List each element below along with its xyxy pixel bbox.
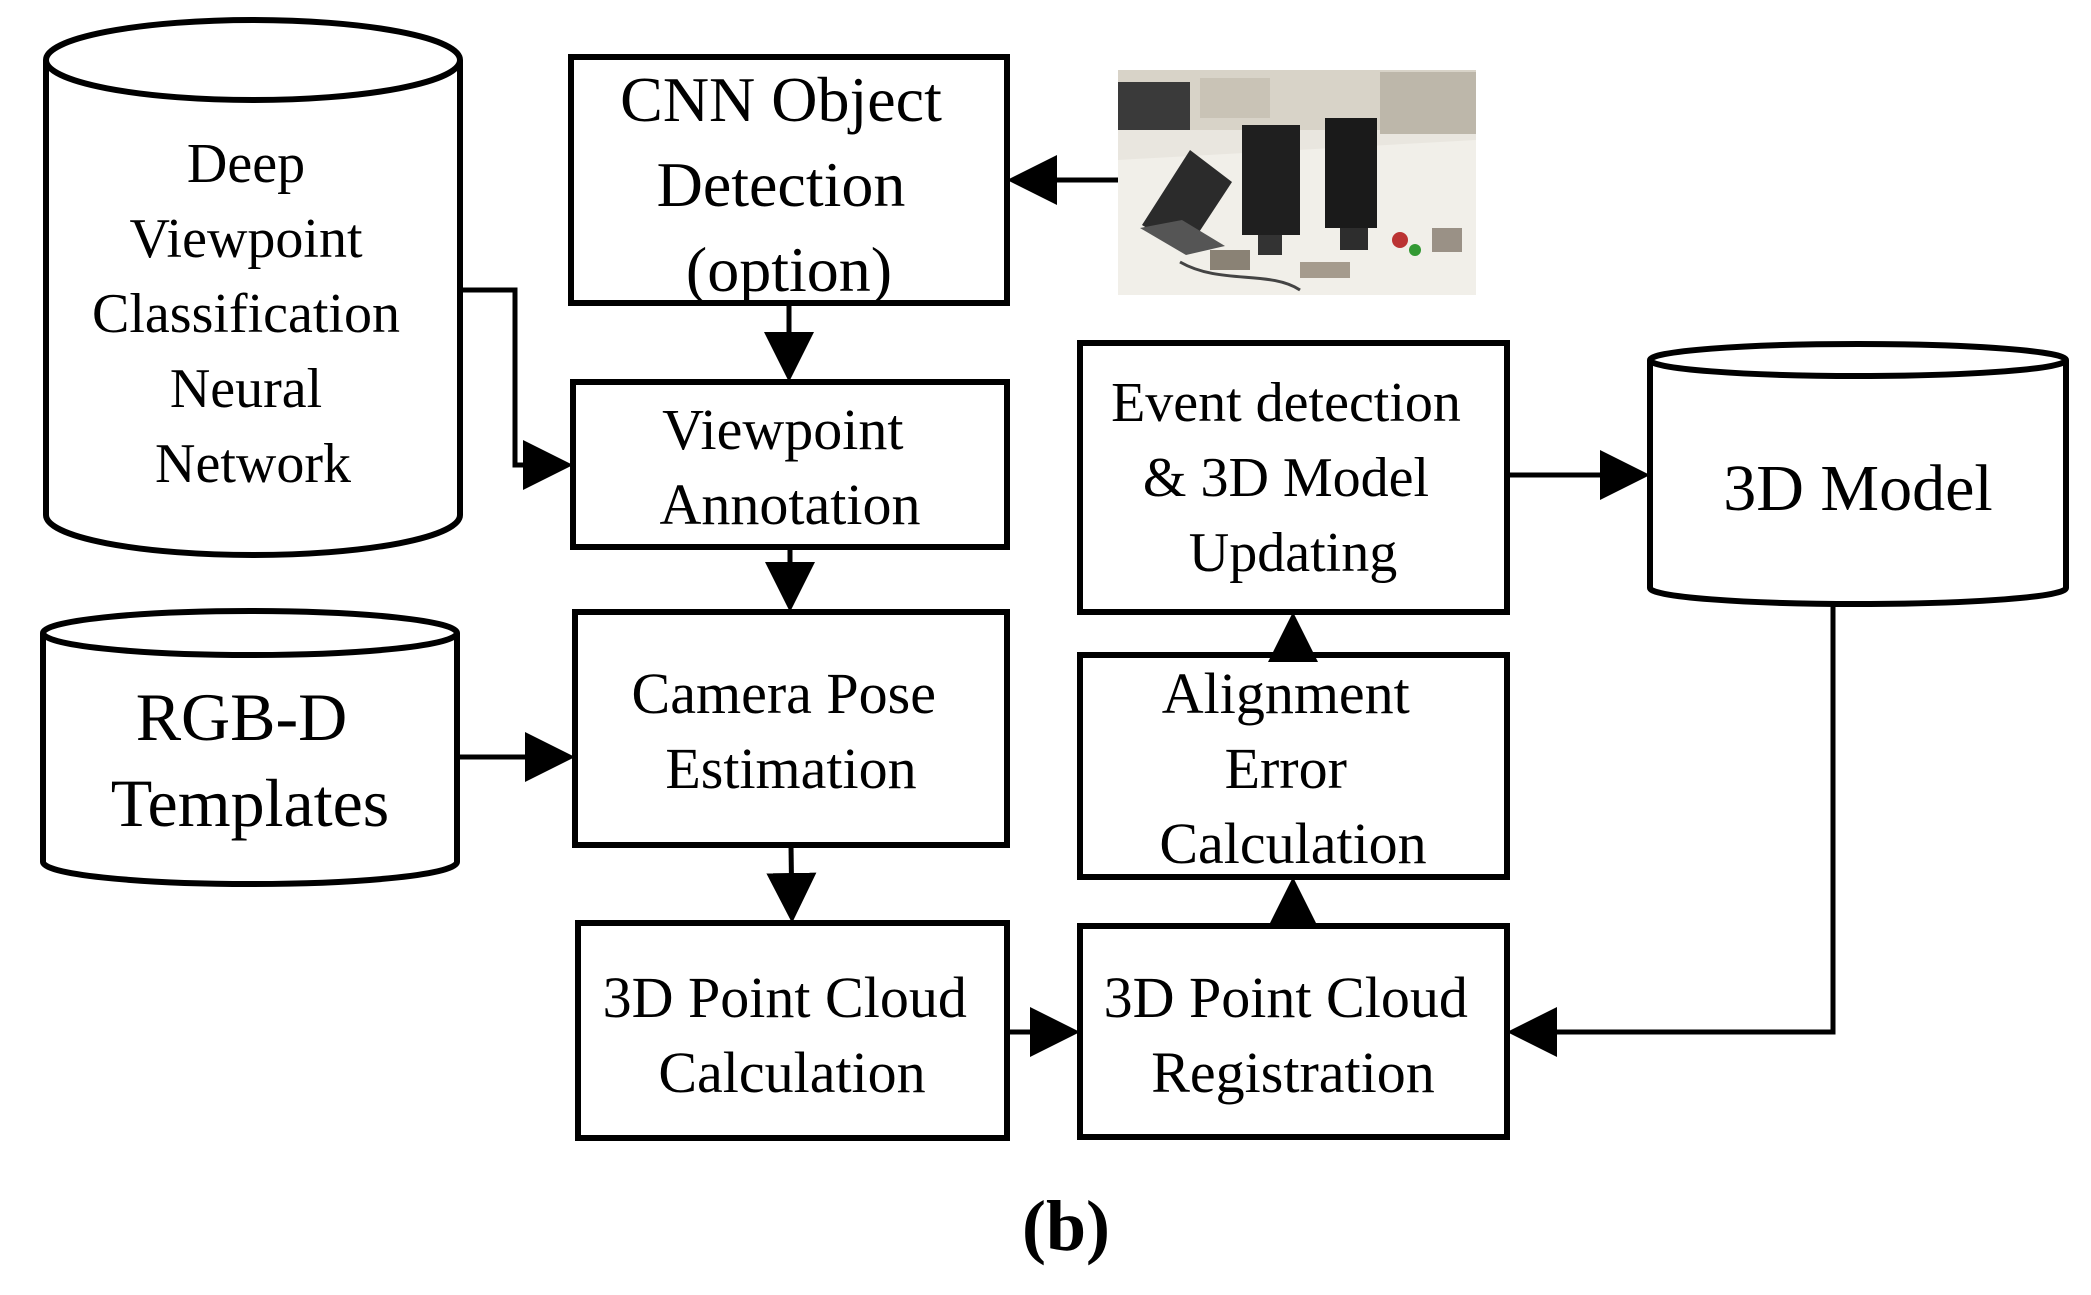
cylinder-body [43, 60, 463, 558]
connectors [457, 155, 1836, 1057]
cylinder-body [40, 633, 460, 887]
arrow-camera-to-pointcloud [766, 844, 817, 923]
point-cloud-registration-label: 3D Point Cloud Registration [1104, 965, 1483, 1105]
deep-viewpoint-label: Deep Viewpoint Classification Neural Net… [92, 133, 414, 495]
camera-pose-estimation-label: Camera Pose Estimation [632, 661, 951, 801]
arrow-deep-db-to-viewpoint [460, 287, 573, 490]
cylinder-top [1647, 341, 2069, 379]
cylinder-top [40, 608, 460, 658]
3d-model-label: 3D Model [1723, 452, 1992, 525]
event-detection-label: Event detection & 3D Model Updating [1111, 372, 1475, 584]
3d-model-database: 3D Model [1647, 341, 2069, 607]
viewpoint-annotation-label: Viewpoint Annotation [660, 397, 921, 537]
cylinder-body [1647, 360, 2069, 607]
alignment-error-box: Alignment Error Calculation [1077, 652, 1510, 880]
deep-viewpoint-database: Deep Viewpoint Classification Neural Net… [43, 17, 463, 558]
viewpoint-annotation-box: Viewpoint Annotation [570, 379, 1010, 550]
alignment-error-label: Alignment Error Calculation [1159, 661, 1426, 876]
rgbd-templates-label: RGB-D Templates [111, 679, 389, 841]
office-scene-photo [1118, 70, 1476, 295]
cnn-object-detection-box: CNN Object Detection (option) [568, 54, 1010, 306]
cnn-object-detection-label: CNN Object Detection (option) [620, 64, 958, 305]
arrow-model-to-registration [1507, 604, 1836, 1057]
event-detection-box: Event detection & 3D Model Updating [1077, 340, 1510, 615]
rgbd-templates-database: RGB-D Templates [40, 608, 460, 887]
cylinder-top [43, 17, 463, 103]
point-cloud-calculation-box: 3D Point Cloud Calculation [575, 920, 1010, 1141]
point-cloud-registration-box: 3D Point Cloud Registration [1077, 923, 1510, 1140]
figure-caption: (b) [1022, 1186, 1110, 1266]
camera-pose-estimation-box: Camera Pose Estimation [572, 609, 1010, 848]
point-cloud-calculation-label: 3D Point Cloud Calculation [603, 965, 982, 1105]
